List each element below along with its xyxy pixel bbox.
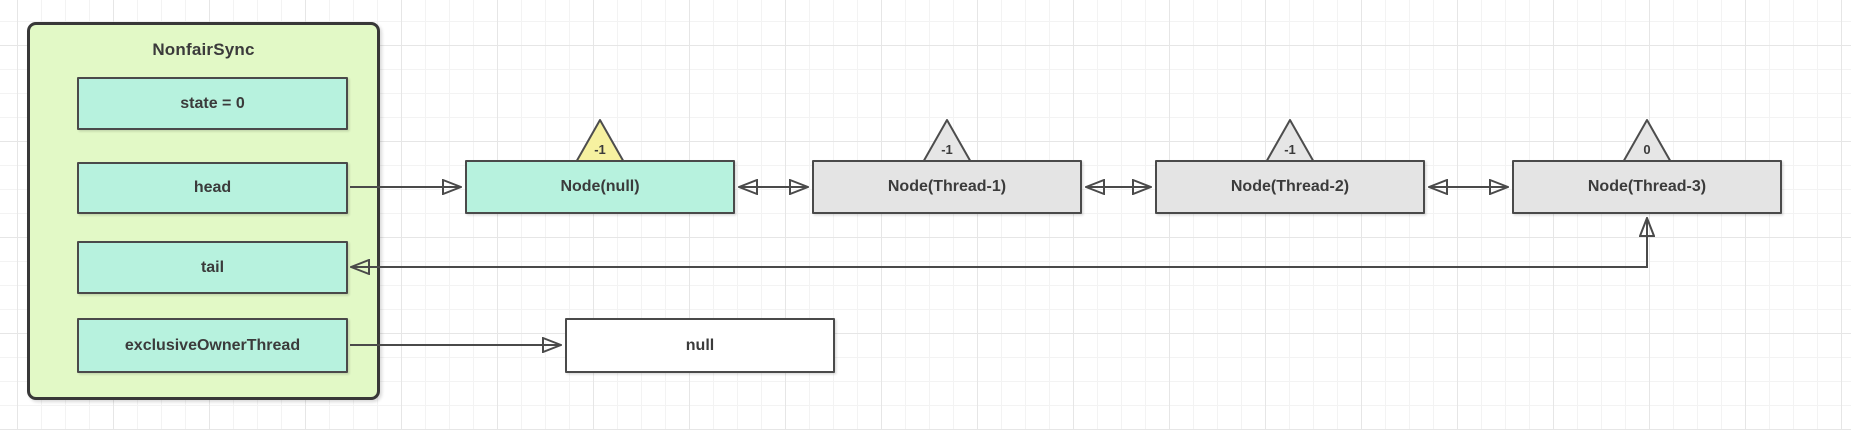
queue-node-thread-2: Node(Thread-2): [1155, 160, 1425, 214]
queue-node-label: Node(Thread-3): [1587, 178, 1707, 195]
wait-status-value: -1: [594, 142, 606, 157]
field-exclusive-owner-thread-label: exclusiveOwnerThread: [124, 336, 301, 354]
queue-node-label: Node(Thread-2): [1230, 178, 1350, 195]
field-state: state = 0: [77, 77, 348, 130]
field-state-label: state = 0: [180, 94, 245, 112]
field-head: head: [77, 162, 348, 214]
queue-node-thread-3: Node(Thread-3): [1512, 160, 1782, 214]
wait-status-value: -1: [941, 142, 953, 157]
wait-status-value: -1: [1284, 142, 1296, 157]
panel-title: NonfairSync: [152, 40, 255, 59]
field-exclusive-owner-thread: exclusiveOwnerThread: [77, 318, 348, 373]
queue-node-label: Node(Thread-1): [887, 178, 1007, 195]
queue-node-thread-1: Node(Thread-1): [812, 160, 1082, 214]
field-head-label: head: [193, 179, 232, 196]
wait-status-value: 0: [1643, 142, 1651, 157]
owner-value-label: null: [685, 336, 715, 354]
field-tail-label: tail: [200, 258, 225, 276]
queue-node-label: Node(null): [560, 178, 640, 195]
field-tail: tail: [77, 241, 348, 294]
queue-node-null: Node(null): [465, 160, 735, 214]
owner-value-box: null: [565, 318, 835, 373]
connector-tail-to-node-thread-3: [351, 218, 1647, 267]
